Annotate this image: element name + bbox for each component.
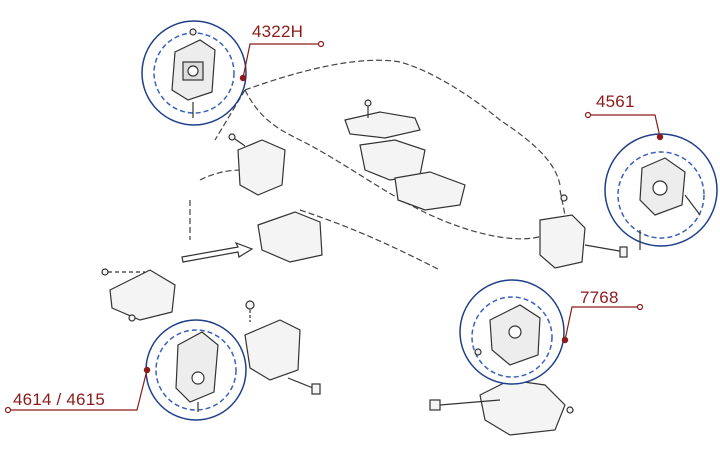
bottom-right-bracket (429, 379, 574, 436)
part-label-4561: 4561 (596, 92, 635, 111)
part-label-4614-4615: 4614 / 4615 (13, 390, 106, 409)
upper-left-bracket (228, 133, 286, 196)
leader-lines (4, 40, 661, 414)
part-label-4322h: 4322H (252, 22, 304, 41)
direction-arrow (181, 241, 254, 263)
lower-center-bracket (244, 300, 321, 395)
left-bracket (101, 268, 176, 322)
part-label-7768: 7768 (580, 288, 619, 307)
detail-circles (141, 20, 718, 421)
right-bracket (539, 194, 628, 269)
center-bracket-parts (344, 99, 466, 211)
middle-bracket (257, 211, 323, 263)
